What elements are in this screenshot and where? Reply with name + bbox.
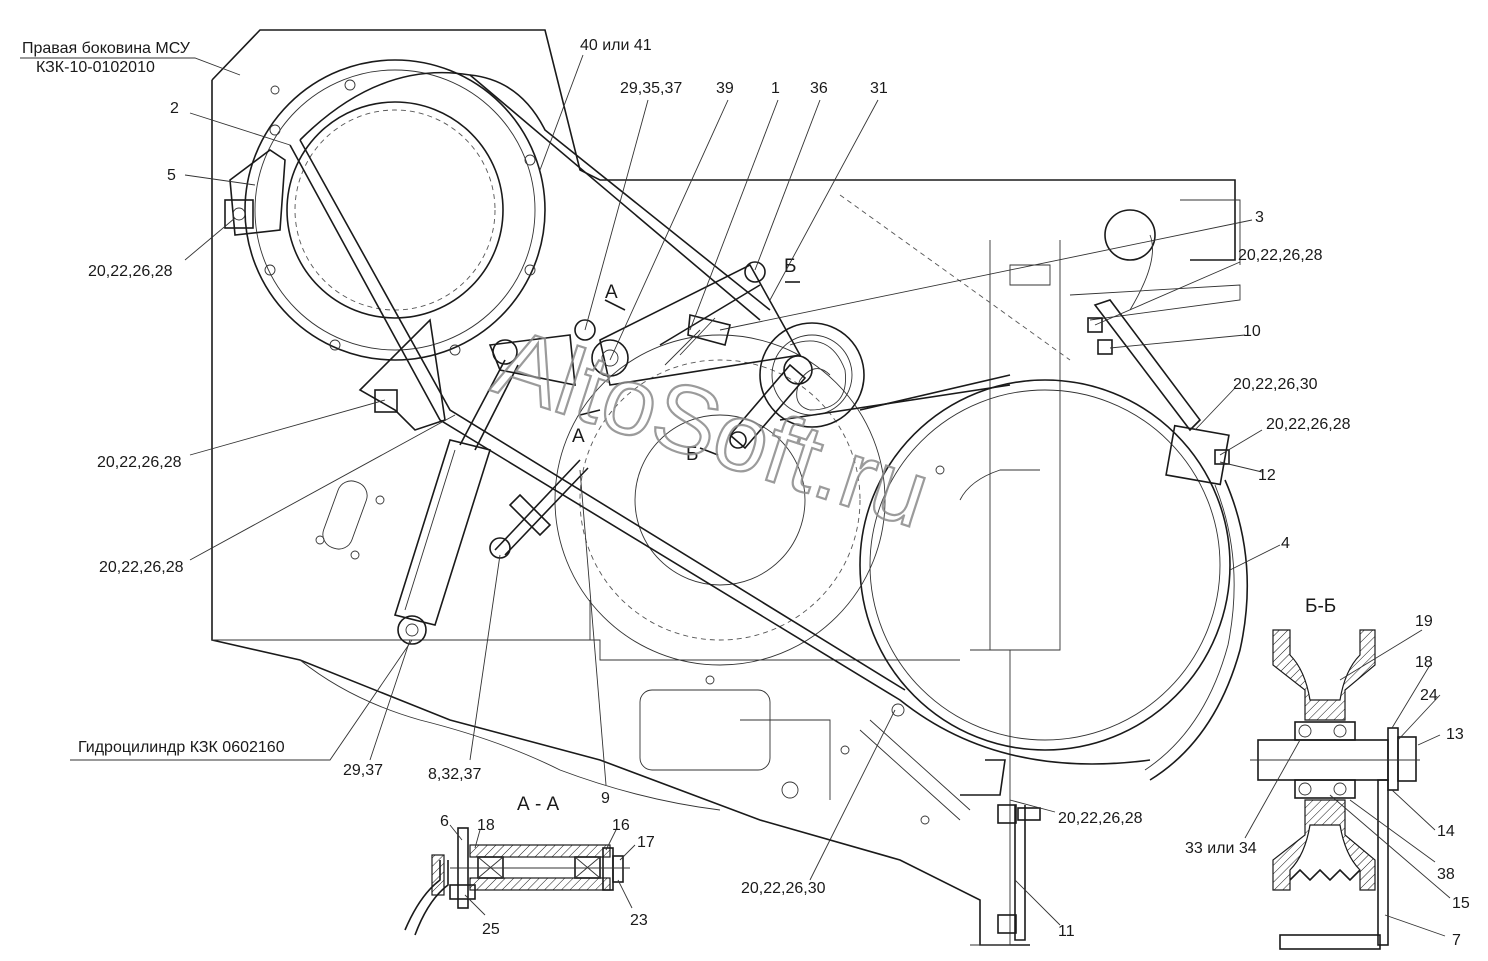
label-13: 13 bbox=[1446, 726, 1464, 743]
label-40-41: 40 или 41 bbox=[580, 37, 652, 54]
label-side-wall: Правая боковина МСУ bbox=[22, 40, 191, 57]
side-wall-frame bbox=[211, 29, 1241, 946]
label-20-22-26-30-a: 20,22,26,30 bbox=[1233, 376, 1318, 393]
watermark-text: AltoSoft.ru bbox=[482, 308, 941, 548]
label-7: 7 bbox=[1452, 932, 1461, 949]
label-33-34: 33 или 34 bbox=[1185, 840, 1257, 857]
label-23: 23 bbox=[630, 912, 648, 929]
label-20-22-26-28-c: 20,22,26,28 bbox=[1266, 416, 1351, 433]
label-25: 25 bbox=[482, 921, 500, 938]
label-38: 38 bbox=[1437, 866, 1455, 883]
label-31: 31 bbox=[870, 80, 888, 97]
label-20-22-26-28-a: 20,22,26,28 bbox=[88, 263, 173, 280]
label-6: 6 bbox=[440, 813, 449, 830]
section-mark-a-upper: А bbox=[605, 282, 618, 303]
label-17: 17 bbox=[637, 834, 655, 851]
label-20-22-26-28-d: 20,22,26,28 bbox=[97, 454, 182, 471]
label-4: 4 bbox=[1281, 535, 1290, 552]
section-bb-title: Б-Б bbox=[1305, 596, 1336, 617]
upper-pulley bbox=[244, 59, 546, 361]
callout-labels: Правая боковина МСУ КЗК-10-0102010 40 ил… bbox=[22, 37, 1470, 949]
tension-rod-lower bbox=[489, 459, 589, 559]
label-1: 1 bbox=[771, 80, 780, 97]
brackets bbox=[224, 149, 1230, 941]
label-29-37: 29,37 bbox=[343, 762, 383, 779]
label-18-aa: 18 bbox=[477, 817, 495, 834]
label-20-22-26-28-b: 20,22,26,28 bbox=[1238, 247, 1323, 264]
section-mark-a-lower: А bbox=[572, 426, 585, 447]
label-39: 39 bbox=[716, 80, 734, 97]
label-20-22-26-28-e: 20,22,26,28 bbox=[99, 559, 184, 576]
section-aa-title: А - А bbox=[517, 794, 560, 815]
label-20-22-26-30-b: 20,22,26,30 bbox=[741, 880, 826, 897]
label-8-32-37: 8,32,37 bbox=[428, 766, 481, 783]
leader-lines bbox=[20, 54, 1451, 937]
label-14: 14 bbox=[1437, 823, 1455, 840]
label-hydro-cylinder: Гидроцилиндр КЗК 0602160 bbox=[78, 739, 285, 756]
label-10: 10 bbox=[1243, 323, 1261, 340]
label-9: 9 bbox=[601, 790, 610, 807]
label-2: 2 bbox=[170, 100, 179, 117]
label-36: 36 bbox=[810, 80, 828, 97]
label-11: 11 bbox=[1058, 923, 1075, 940]
section-mark-b-lower: Б bbox=[686, 444, 698, 465]
label-20-22-26-28-f: 20,22,26,28 bbox=[1058, 810, 1143, 827]
tensioner-levers bbox=[488, 261, 813, 450]
label-5: 5 bbox=[167, 167, 176, 184]
section-mark-b-upper: Б bbox=[784, 256, 796, 277]
label-15: 15 bbox=[1452, 895, 1470, 912]
drive-belt bbox=[289, 71, 1151, 765]
label-19: 19 bbox=[1415, 613, 1433, 630]
section-bb-view: Б-Б bbox=[1250, 596, 1420, 950]
label-29-35-37: 29,35,37 bbox=[620, 80, 682, 97]
label-24: 24 bbox=[1420, 687, 1438, 704]
hydraulic-cylinder bbox=[393, 359, 519, 645]
section-markers: А А Б Б bbox=[572, 256, 800, 465]
label-16: 16 bbox=[612, 817, 630, 834]
lower-large-pulley bbox=[859, 379, 1249, 781]
label-3: 3 bbox=[1255, 209, 1264, 226]
label-side-wall-code: КЗК-10-0102010 bbox=[36, 59, 155, 76]
label-18-bb: 18 bbox=[1415, 654, 1433, 671]
section-aa-view: А - А bbox=[404, 794, 630, 936]
label-12: 12 bbox=[1258, 467, 1276, 484]
